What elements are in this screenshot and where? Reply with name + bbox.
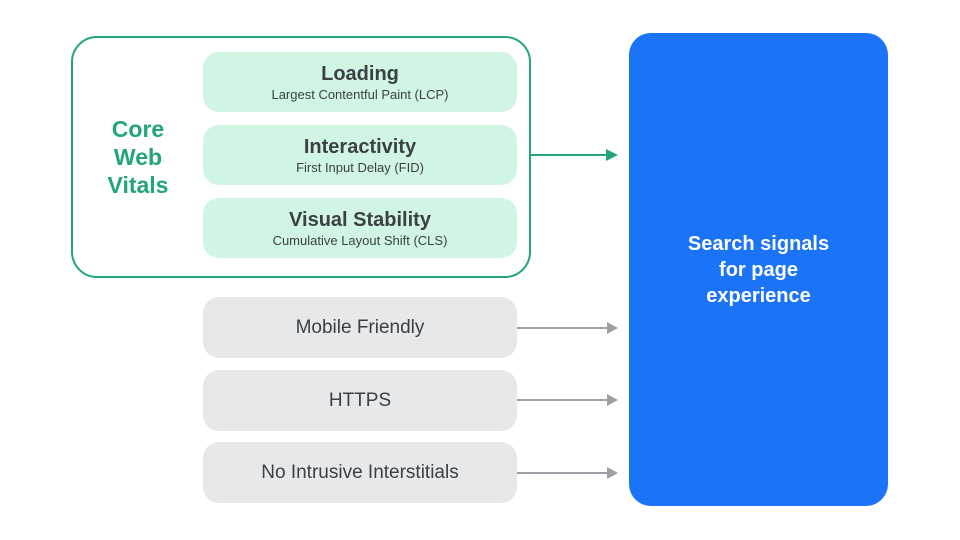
cwv-card-visual-stability: Visual Stability Cumulative Layout Shift… (203, 198, 517, 258)
cwv-card-visual-stability-subtitle: Cumulative Layout Shift (CLS) (272, 232, 448, 248)
arrow-head-icon (607, 394, 618, 406)
https-arrow (517, 392, 618, 408)
signal-card-no-intrusive-interstitials-label: No Intrusive Interstitials (261, 461, 459, 483)
cwv-card-interactivity-title: Interactivity (303, 135, 417, 158)
arrow-head-icon (607, 322, 618, 334)
signal-card-mobile-friendly-label: Mobile Friendly (295, 316, 425, 338)
search-signals-label: Search signals for page experience (687, 232, 830, 307)
arrow-shaft (517, 399, 607, 401)
cwv-arrow (531, 147, 618, 163)
signal-card-no-intrusive-interstitials: No Intrusive Interstitials (203, 442, 517, 503)
cwv-card-loading: Loading Largest Contentful Paint (LCP) (203, 52, 517, 112)
arrow-shaft (517, 472, 607, 474)
signal-card-mobile-friendly: Mobile Friendly (203, 297, 517, 358)
arrow-shaft (517, 327, 607, 329)
cwv-card-interactivity: Interactivity First Input Delay (FID) (203, 125, 517, 185)
arrow-head-icon (607, 467, 618, 479)
signal-card-https: HTTPS (203, 370, 517, 431)
interstitials-arrow (517, 465, 618, 481)
core-web-vitals-group: Core Web Vitals Loading Largest Contentf… (71, 36, 531, 278)
signal-card-https-label: HTTPS (328, 389, 392, 411)
arrow-head-icon (606, 149, 618, 161)
cwv-card-loading-subtitle: Largest Contentful Paint (LCP) (271, 86, 449, 102)
arrow-shaft (531, 154, 606, 156)
cwv-card-interactivity-subtitle: First Input Delay (FID) (296, 159, 424, 175)
core-web-vitals-label: Core Web Vitals (107, 116, 169, 198)
mobile-friendly-arrow (517, 320, 618, 336)
search-signals-box: Search signals for page experience (629, 33, 888, 506)
cwv-card-loading-title: Loading (321, 62, 399, 85)
cwv-card-visual-stability-title: Visual Stability (289, 208, 431, 231)
